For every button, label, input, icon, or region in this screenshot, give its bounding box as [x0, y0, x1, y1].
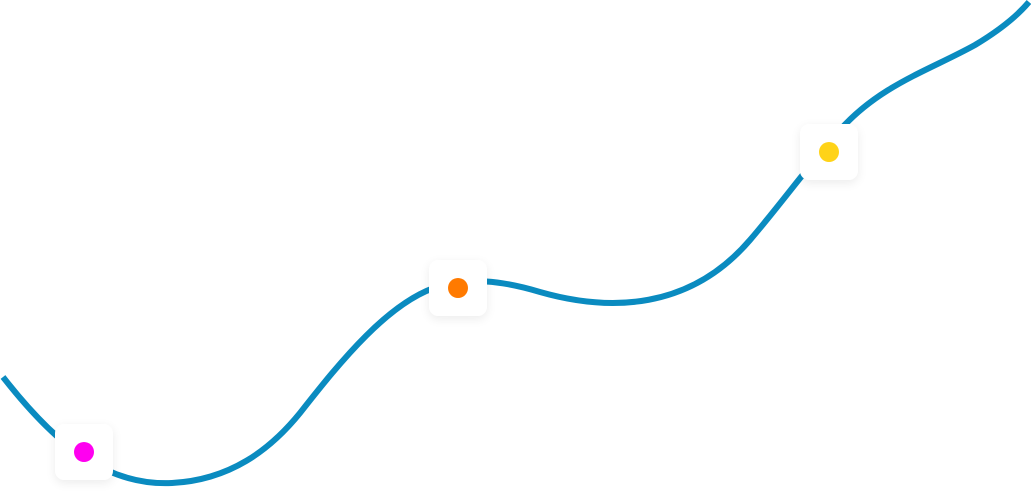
- yellow-dot-icon: [819, 142, 839, 162]
- marker-start: [55, 424, 113, 480]
- magenta-dot-icon: [74, 442, 94, 462]
- marker-end: [800, 124, 858, 180]
- marker-middle: [429, 260, 487, 316]
- orange-dot-icon: [448, 278, 468, 298]
